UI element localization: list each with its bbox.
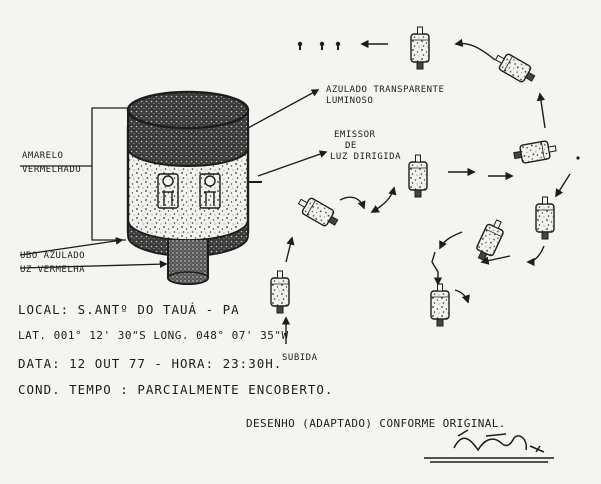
distant-dots [297,41,580,160]
report-local: LOCAL: S.ANTº DO TAUÁ - PA [18,302,240,317]
pod-2 [294,193,342,231]
pod-8 [472,216,508,264]
report-date-time: DATA: 12 OUT 77 - HORA: 23:30H. [18,356,283,371]
label-luz-dirigida: LUZ DIRIGIDA [330,152,402,162]
label-subida: SUBIDA [282,353,318,363]
label-de: DE [345,141,357,151]
main-object [126,90,262,285]
pod-1 [270,270,290,314]
pod-5 [491,49,539,87]
report-weather: COND. TEMPO : PARCIALMENTE ENCOBERTO. [18,382,334,397]
report-coords: LAT. 001° 12' 30"S LONG. 048° 07' 35"W [18,329,289,342]
occupant-figures [157,173,221,209]
label-luminoso: LUMINOSO [326,96,374,106]
label-emissor: EMISSOR [334,130,376,140]
report-drawing-note: DESENHO (ADAPTADO) CONFORME ORIGINAL. [246,417,506,430]
signature [424,429,554,463]
label-vermelhado: VERMELHADO [22,165,82,175]
pod-3 [408,154,428,198]
object-top [126,90,250,130]
pod-9 [430,283,450,327]
label-azulado: AZULADO TRANSPARENTE [326,85,445,95]
label-luz-vermelha: UZ VERMELHA [20,265,86,275]
pod-6 [410,26,430,70]
label-amarelo: AMARELO [22,151,64,161]
label-tubo-azulado: UBO AZULADO [20,251,86,261]
object-lower-band [127,219,249,257]
leader-lines [19,89,328,269]
pod-7 [535,196,555,240]
trajectory [270,26,580,344]
trajectory-arrows [281,38,571,344]
pod-4 [512,138,558,166]
